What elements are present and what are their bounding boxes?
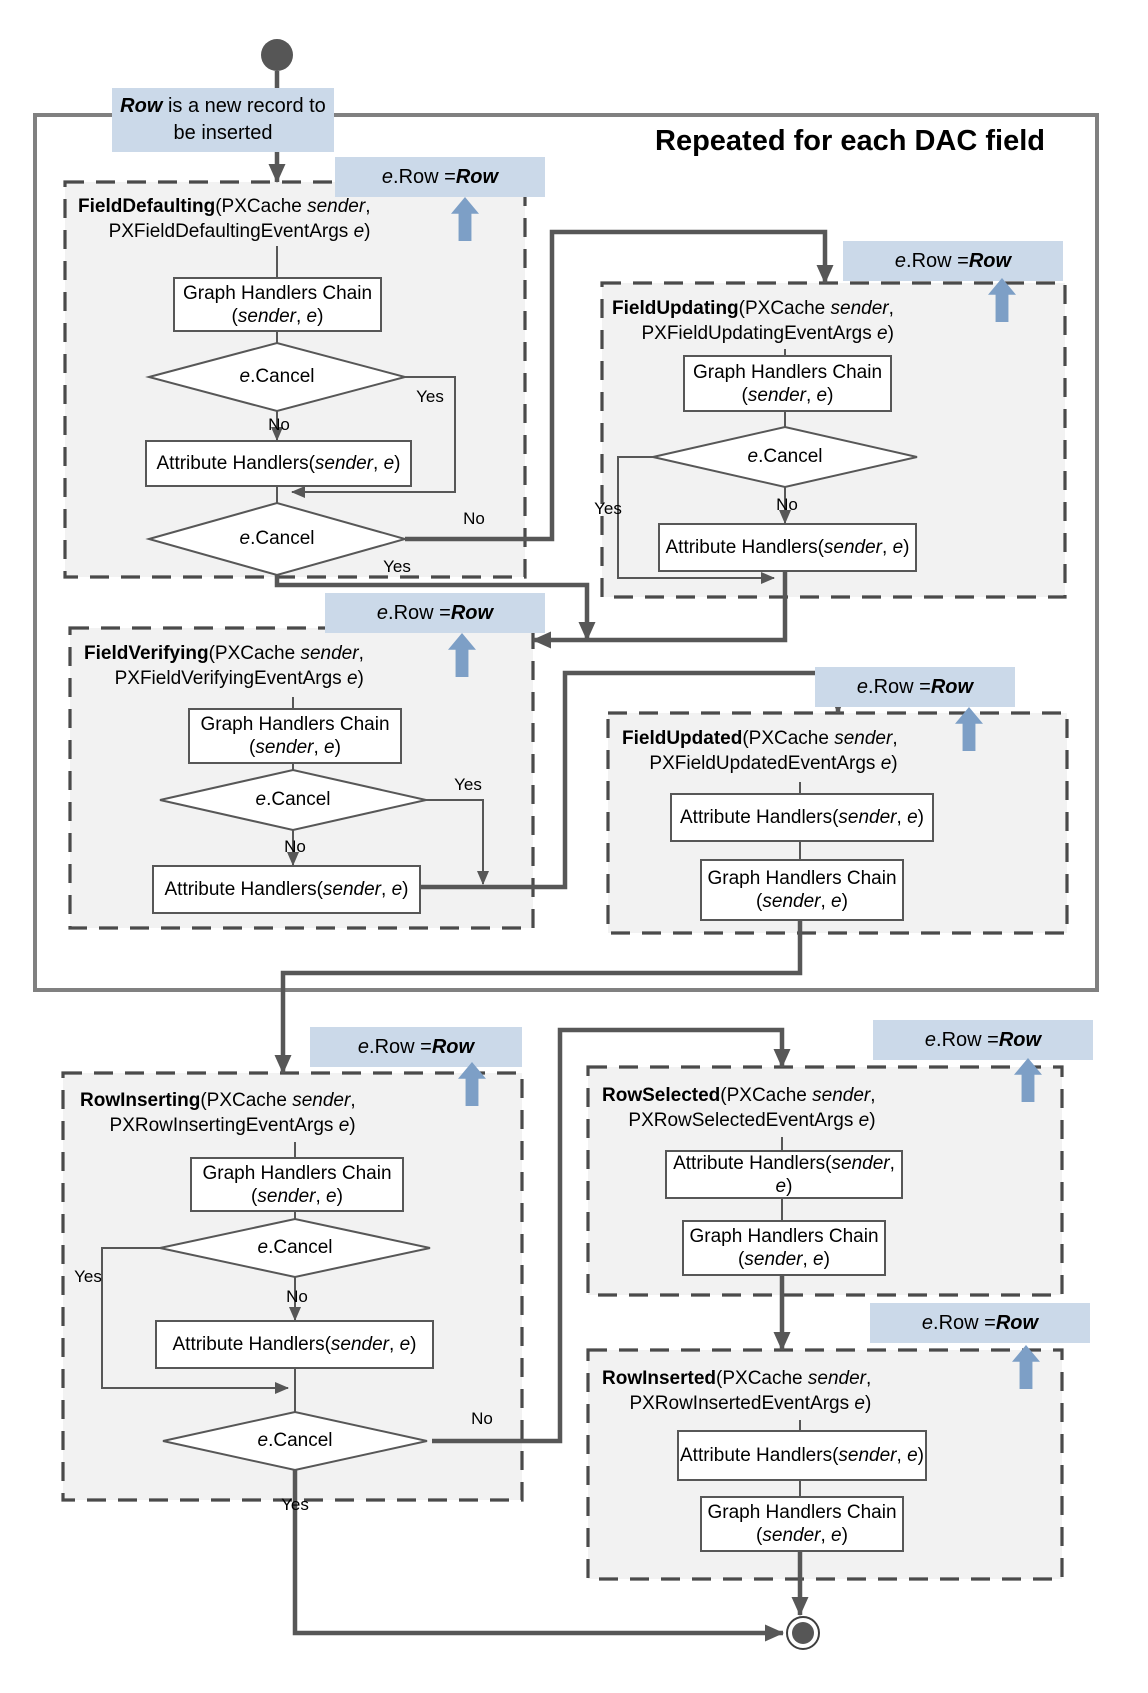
row-assign-label: e.Row = Row — [335, 157, 545, 197]
title-field-updated: FieldUpdated(PXCache sender, PXFieldUpda… — [622, 728, 898, 774]
branch-label-yes: Yes — [454, 775, 482, 794]
connector-fd-no-to-fieldupdating — [405, 229, 834, 542]
row-assign-label: e.Row = Row — [815, 667, 1015, 707]
decision-e-cancel-shape — [145, 501, 409, 577]
branch-label-no: No — [776, 495, 798, 514]
start-node — [261, 39, 293, 71]
decision-e-cancel: e.Cancel — [255, 789, 331, 810]
decision-e-cancel-shape — [652, 425, 918, 489]
branch-label-no: No — [284, 837, 306, 856]
title-row-inserted: RowInserted(PXCache sender, PXRowInserte… — [602, 1368, 872, 1414]
title-field-updating: FieldUpdating(PXCache sender, PXFieldUpd… — [612, 298, 894, 344]
branch-label-no: No — [463, 509, 485, 528]
decision-e-cancel: e.Cancel — [257, 1237, 333, 1258]
branch-label-yes: Yes — [383, 557, 411, 576]
connector-fieldupdating-to-fieldverifying — [532, 568, 788, 649]
branch-label-yes: Yes — [594, 499, 622, 518]
connector-fd-yes-to-fieldverifying — [274, 573, 596, 641]
row-assign-label: e.Row = Row — [843, 241, 1063, 281]
end-node — [786, 1616, 820, 1650]
branch-label-yes: Yes — [74, 1267, 102, 1286]
node-attribute-handlers: Attribute Handlers(sender, e) — [665, 1150, 903, 1199]
node-graph-handlers-chain: Graph Handlers Chain (sender, e) — [683, 355, 892, 412]
decision-e-cancel-shape — [159, 768, 427, 832]
decision-e-cancel: e.Cancel — [257, 1430, 333, 1451]
connector-ri-no-to-rowselected — [432, 1027, 791, 1444]
branch-label-no: No — [471, 1409, 493, 1428]
row-assign-label: e.Row = Row — [870, 1303, 1090, 1343]
branch-label-no: No — [286, 1287, 308, 1306]
node-attribute-handlers: Attribute Handlers(sender, e) — [155, 1320, 434, 1369]
start-note: Row is a new record to be inserted — [112, 88, 334, 152]
title-row-inserting: RowInserting(PXCache sender, PXRowInsert… — [80, 1090, 356, 1136]
row-assign-label: e.Row = Row — [325, 593, 545, 633]
node-attribute-handlers: Attribute Handlers(sender, e) — [152, 865, 421, 914]
node-graph-handlers-chain: Graph Handlers Chain (sender, e) — [173, 277, 382, 332]
decision-e-cancel-shape — [159, 1217, 431, 1279]
node-graph-handlers-chain: Graph Handlers Chain (sender, e) — [190, 1157, 404, 1212]
title-field-verifying: FieldVerifying(PXCache sender, PXFieldVe… — [84, 643, 364, 689]
node-attribute-handlers: Attribute Handlers(sender, e) — [670, 793, 934, 842]
node-graph-handlers-chain: Graph Handlers Chain (sender, e) — [700, 1496, 904, 1552]
decision-e-cancel: e.Cancel — [239, 528, 315, 549]
decision-e-cancel: e.Cancel — [239, 366, 315, 387]
connector-ri-yes-to-end — [292, 1470, 784, 1642]
node-attribute-handlers: Attribute Handlers(sender, e) — [145, 440, 412, 487]
row-assign-label: e.Row = Row — [873, 1020, 1093, 1060]
branch-label-yes: Yes — [281, 1495, 309, 1514]
node-attribute-handlers: Attribute Handlers(sender, e) — [658, 523, 917, 572]
repeat-container-box — [33, 113, 1099, 992]
branch-label-yes: Yes — [416, 387, 444, 406]
row-assign-label: e.Row = Row — [310, 1027, 522, 1067]
node-graph-handlers-chain: Graph Handlers Chain (sender, e) — [700, 859, 904, 921]
connector-fieldupdated-to-rowinserting — [274, 917, 803, 1074]
node-graph-handlers-chain: Graph Handlers Chain (sender, e) — [188, 708, 402, 764]
node-attribute-handlers: Attribute Handlers(sender, e) — [677, 1430, 927, 1481]
title-row-selected: RowSelected(PXCache sender, PXRowSelecte… — [602, 1085, 876, 1131]
branch-label-no: No — [268, 415, 290, 434]
title-field-defaulting: FieldDefaulting(PXCache sender, PXFieldD… — [78, 196, 371, 242]
node-graph-handlers-chain: Graph Handlers Chain (sender, e) — [682, 1220, 886, 1276]
decision-e-cancel-shape — [145, 341, 409, 413]
end-node-core — [792, 1622, 814, 1644]
decision-e-cancel: e.Cancel — [747, 446, 823, 467]
decision-e-cancel-shape — [162, 1410, 428, 1472]
repeat-caption: Repeated for each DAC field — [655, 125, 1045, 157]
